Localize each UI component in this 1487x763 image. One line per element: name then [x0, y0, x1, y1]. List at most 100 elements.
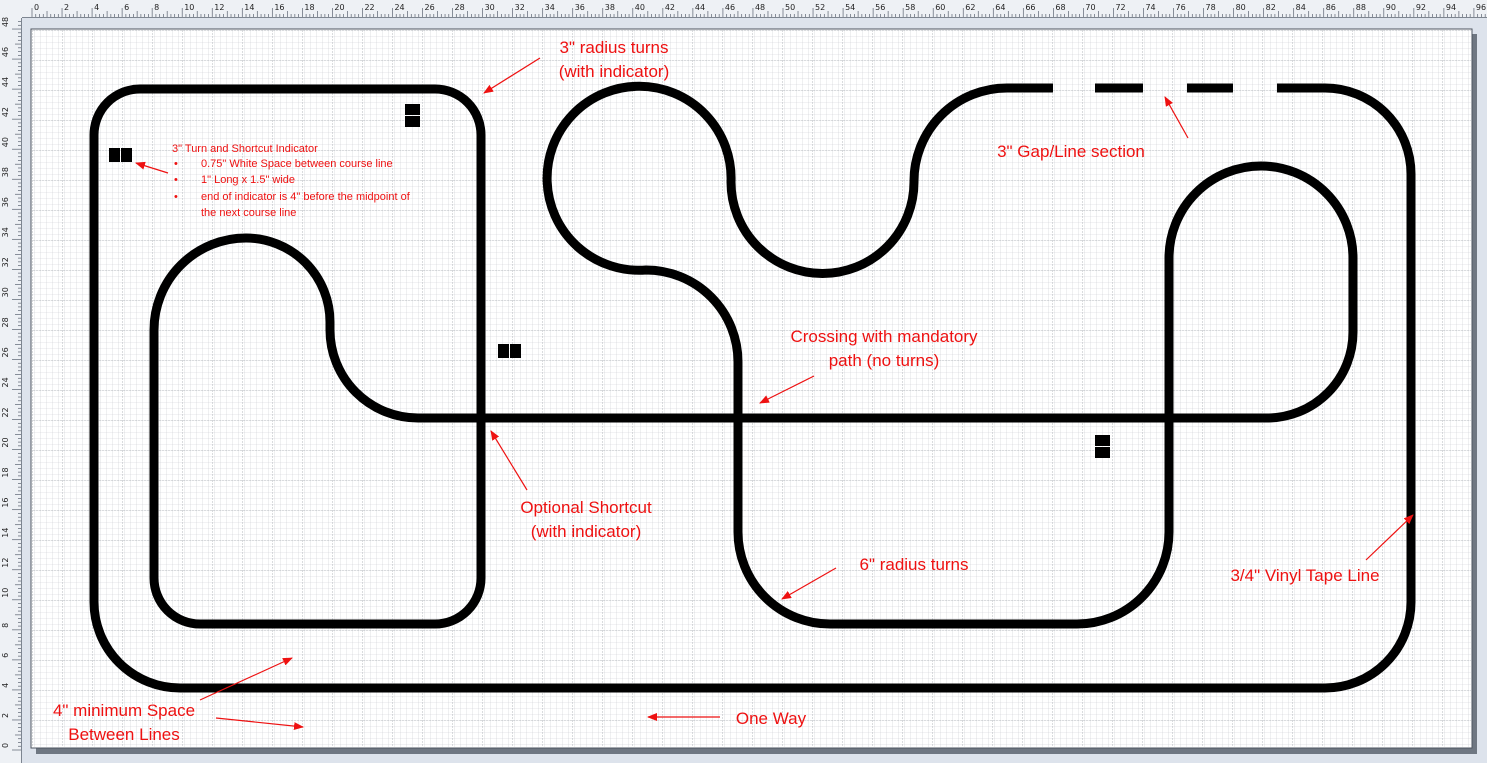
- ruler-label: 6: [1, 653, 10, 658]
- ruler-label: 20: [334, 3, 344, 12]
- ruler-label: 2: [1, 713, 10, 718]
- ruler-label: 50: [785, 3, 795, 12]
- ruler-label: 44: [695, 3, 705, 12]
- ruler-label: 46: [1, 47, 10, 57]
- ruler-label: 90: [1386, 3, 1396, 12]
- indicator-bullet-dot-1: •: [174, 158, 178, 170]
- ruler-label: 52: [815, 3, 825, 12]
- shortcut-indicator-right[interactable]: [510, 344, 521, 358]
- ruler-label: 30: [485, 3, 495, 12]
- ruler-label: 14: [1, 528, 10, 538]
- left-ruler-background: [0, 0, 22, 763]
- ruler-label: 48: [755, 3, 765, 12]
- ruler-label: 18: [1, 467, 10, 477]
- ruler-label: 94: [1446, 3, 1456, 12]
- spacing-label-line2: Between Lines: [68, 725, 180, 744]
- left-ruler-labels: 4846444240383634323028262422201816141210…: [1, 17, 10, 748]
- ruler-label: 96: [1476, 3, 1486, 12]
- annotations: 3" radius turns (with indicator) 3" Turn…: [53, 38, 1380, 744]
- one-way-label: One Way: [736, 709, 807, 728]
- shortcut-label-line2: (with indicator): [531, 522, 642, 541]
- ruler-label: 28: [455, 3, 465, 12]
- ruler-label: 8: [154, 3, 159, 12]
- indicator-bullet-3-cont: the next course line: [201, 207, 296, 219]
- gap-label: 3" Gap/Line section: [997, 142, 1145, 161]
- turn-indicator-top[interactable]: [405, 104, 420, 115]
- legend-indicator-left[interactable]: [109, 148, 120, 162]
- ruler-label: 0: [1, 743, 10, 748]
- ruler-label: 56: [875, 3, 885, 12]
- radius3-label-line1: 3" radius turns: [559, 38, 668, 57]
- crossing-indicator-bottom[interactable]: [1095, 447, 1110, 458]
- ruler-label: 68: [1055, 3, 1065, 12]
- ruler-label: 16: [274, 3, 284, 12]
- ruler-label: 18: [304, 3, 314, 12]
- ruler-label: 12: [1, 558, 10, 568]
- ruler-label: 14: [244, 3, 254, 12]
- shortcut-indicator-left[interactable]: [498, 344, 509, 358]
- indicator-bullet-dot-3: •: [174, 191, 178, 203]
- ruler-label: 4: [1, 683, 10, 688]
- indicator-bullet-3: end of indicator is 4" before the midpoi…: [201, 191, 411, 203]
- ruler-label: 40: [635, 3, 645, 12]
- grid: [32, 30, 1471, 747]
- ruler-label: 10: [184, 3, 194, 12]
- crossing-indicator-top[interactable]: [1095, 435, 1110, 446]
- radius3-label-line2: (with indicator): [559, 62, 670, 81]
- ruler-label: 2: [64, 3, 69, 12]
- spacing-label-line1: 4" minimum Space: [53, 701, 195, 720]
- arrow-spacing-right: [215, 717, 304, 731]
- arrow-radius6: [781, 567, 837, 600]
- crossing-label-line2: path (no turns): [829, 351, 940, 370]
- legend-indicator-right[interactable]: [121, 148, 132, 162]
- radius6-label: 6" radius turns: [859, 555, 968, 574]
- arrow-indicator: [135, 161, 169, 174]
- annotation-arrows: [135, 57, 1414, 731]
- ruler-label: 22: [364, 3, 374, 12]
- ruler-label: 42: [1, 107, 10, 117]
- ruler-label: 26: [425, 3, 435, 12]
- turn-indicator-bottom[interactable]: [405, 116, 420, 127]
- ruler-label: 10: [1, 588, 10, 598]
- ruler-label: 70: [1085, 3, 1095, 12]
- ruler-label: 20: [1, 437, 10, 447]
- ruler-label: 74: [1145, 3, 1155, 12]
- ruler-label: 72: [1115, 3, 1125, 12]
- ruler-label: 78: [1206, 3, 1216, 12]
- ruler-label: 44: [1, 77, 10, 87]
- left-ruler: 4846444240383634323028262422201816141210…: [0, 0, 22, 763]
- ruler-label: 28: [1, 317, 10, 327]
- arrow-shortcut: [490, 430, 528, 491]
- ruler-label: 40: [1, 137, 10, 147]
- ruler-label: 16: [1, 497, 10, 507]
- arrow-spacing-up: [199, 657, 293, 701]
- top-ruler-ticks: [31, 8, 1486, 17]
- ruler-label: 36: [1, 197, 10, 207]
- ruler-label: 58: [905, 3, 915, 12]
- course-track: [89, 81, 1416, 693]
- ruler-label: 26: [1, 347, 10, 357]
- ruler-label: 36: [575, 3, 585, 12]
- ruler-label: 66: [1025, 3, 1035, 12]
- arrow-crossing: [759, 375, 815, 404]
- ruler-label: 34: [545, 3, 555, 12]
- crossing-label-line1: Crossing with mandatory: [790, 327, 978, 346]
- indicator-bullet-dot-2: •: [174, 174, 178, 186]
- ruler-label: 82: [1266, 3, 1276, 12]
- ruler-label: 86: [1326, 3, 1336, 12]
- outer-loop-line[interactable]: [89, 81, 1416, 693]
- indicator-bullet-1: 0.75" White Space between course line: [201, 158, 393, 170]
- top-ruler-background: [0, 0, 1487, 18]
- vinyl-label: 3/4" Vinyl Tape Line: [1230, 566, 1379, 585]
- indicator-title: 3" Turn and Shortcut Indicator: [172, 143, 318, 155]
- left-ruler-ticks: [12, 21, 21, 751]
- ruler-label: 76: [1176, 3, 1186, 12]
- indicators: [109, 104, 1110, 458]
- ruler-label: 30: [1, 287, 10, 297]
- ruler-label: 42: [665, 3, 675, 12]
- ruler-label: 46: [725, 3, 735, 12]
- ruler-label: 24: [394, 3, 404, 12]
- ruler-label: 32: [515, 3, 525, 12]
